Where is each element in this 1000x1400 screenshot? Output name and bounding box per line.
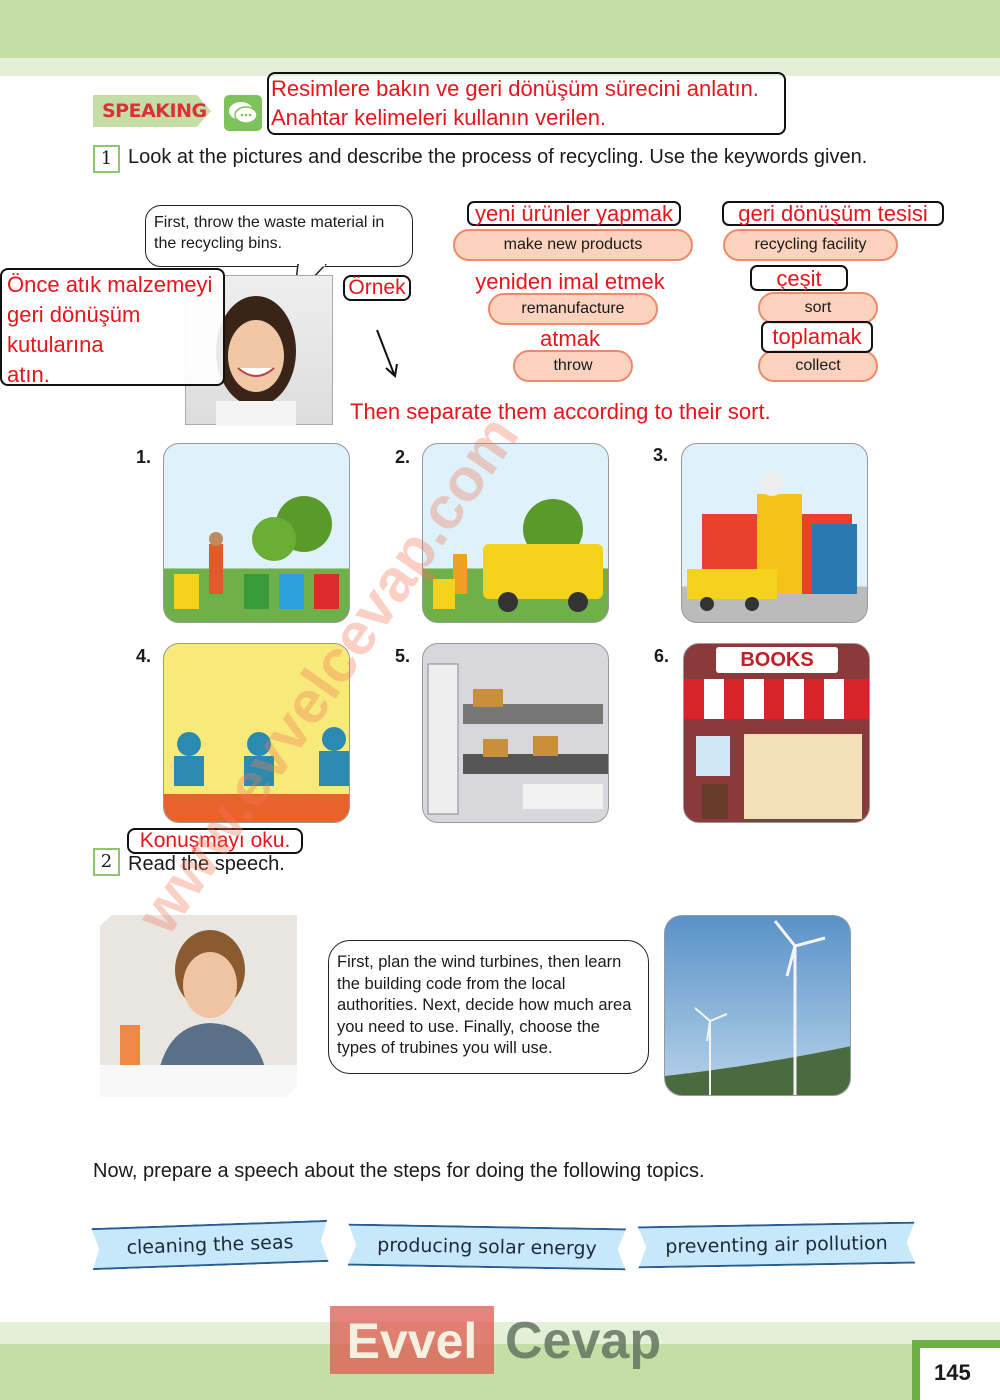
logo-evvel: Evvel (330, 1306, 494, 1374)
wind-turbines-photo (664, 915, 851, 1096)
task3-instruction: Now, prepare a speech about the steps fo… (93, 1160, 705, 1182)
picture-remanufacture (422, 643, 609, 823)
keyword-tr: çeşit (750, 265, 848, 291)
girl-speech-bubble: First, throw the waste material in the r… (145, 205, 413, 267)
keyword-pill: collect (758, 350, 878, 382)
books-sign: BOOKS (716, 647, 838, 673)
picture-bookstore: BOOKS (683, 643, 870, 823)
translation-box: Önce atık malzemeyi geri dönüşüm kutular… (0, 268, 225, 387)
keyword-pill: make new products (453, 229, 693, 261)
keyword-tr: yeni ürünler yapmak (467, 201, 681, 226)
task2-annotation: Konuşmayı oku. (127, 828, 303, 854)
picture-number: 2. (395, 447, 411, 467)
keyword-pill: remanufacture (488, 293, 658, 325)
top-band (0, 0, 1000, 58)
keyword-tr: yeniden imal etmek (475, 269, 665, 294)
annotation-line-1: Resimlere bakın ve geri dönüşüm sürecini… (271, 76, 759, 101)
task-number: 2 (93, 848, 120, 876)
picture-number: 4. (136, 646, 152, 666)
keyword-tr: geri dönüşüm tesisi (722, 201, 944, 226)
keyword-pill: recycling facility (723, 229, 898, 261)
top-strip (0, 58, 1000, 76)
page-number: 145 (920, 1348, 1000, 1400)
topic-banner: cleaning the seas (91, 1220, 328, 1270)
example-label: Örnek (343, 275, 411, 301)
picture-sorting-conveyor (163, 643, 350, 823)
next-step-annotation: Then separate them according to their so… (350, 399, 771, 424)
keyword-tr: atmak (540, 326, 600, 351)
arrow-down-icon (376, 329, 398, 378)
translation-line: Önce atık malzemeyi (7, 272, 213, 297)
picture-garbage-truck (422, 443, 609, 623)
task-number: 1 (93, 145, 120, 173)
picture-number: 6. (654, 646, 670, 666)
boy-photo (100, 915, 297, 1097)
keyword-tr: toplamak (761, 321, 873, 353)
annotation-line-2: Anahtar kelimeleri kullanın verilen. (271, 105, 607, 130)
chat-bubble-icon (224, 95, 262, 131)
annotation-box: Resimlere bakın ve geri dönüşüm sürecini… (267, 72, 786, 135)
topic-banner: preventing air pollution (638, 1222, 916, 1269)
translation-line: atın. (7, 362, 50, 387)
picture-recycling-facility (681, 443, 868, 623)
bottom-strip (0, 1322, 1000, 1344)
task1-instruction: Look at the pictures and describe the pr… (128, 146, 868, 168)
task2-instruction: Read the speech. (128, 853, 285, 875)
keyword-pill: throw (513, 350, 633, 382)
translation-line: kutularına (7, 332, 104, 357)
speaking-tag: SPEAKING (93, 95, 211, 127)
keyword-pill: sort (758, 292, 878, 324)
boy-speech-bubble: First, plan the wind turbines, then lear… (328, 940, 649, 1074)
topic-banner: producing solar energy (348, 1224, 627, 1271)
picture-number: 5. (395, 646, 411, 666)
translation-line: geri dönüşüm (7, 302, 141, 327)
picture-number: 3. (653, 445, 669, 465)
picture-number: 1. (136, 447, 152, 467)
picture-sorting-bins (163, 443, 350, 623)
logo-cevap: Cevap (505, 1312, 662, 1370)
page-number-box: 145 (912, 1340, 1000, 1400)
